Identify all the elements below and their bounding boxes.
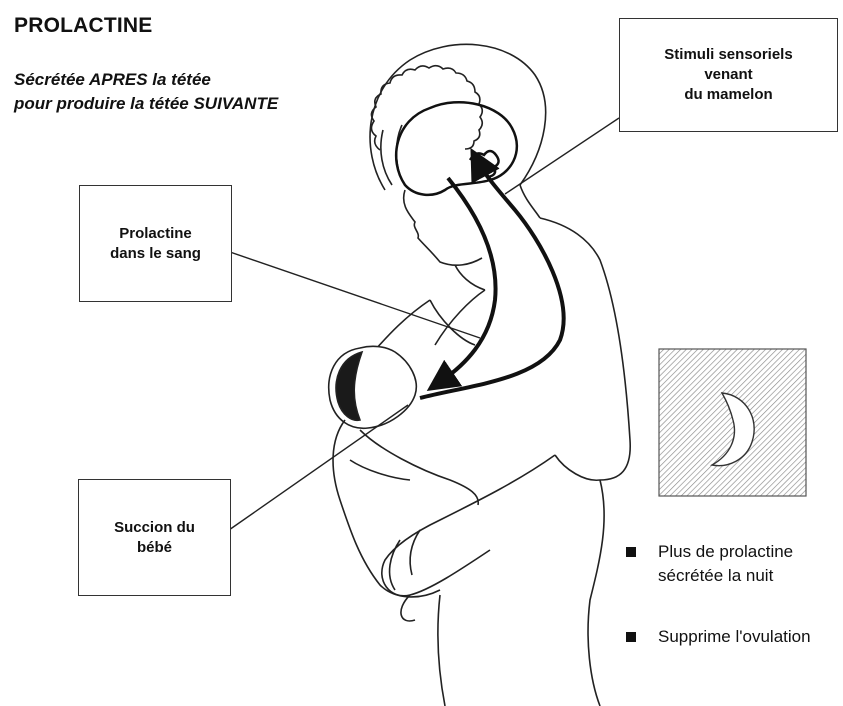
brain-outline: [396, 102, 517, 195]
stimuli-line-3: du mamelon: [684, 85, 772, 105]
bullet-square-icon: [626, 632, 636, 642]
note-2-line-1: Supprime l'ovulation: [658, 625, 811, 649]
label-box-prolactine-sang: Prolactine dans le sang: [79, 185, 232, 302]
sang-line-2: dans le sang: [110, 244, 201, 264]
night-panel: [659, 349, 806, 496]
note-1-line-2: sécrétée la nuit: [658, 564, 793, 588]
pathway-arrows: [420, 162, 564, 398]
subtitle-line-2: pour produire la tétée SUIVANTE: [14, 92, 278, 116]
mother-figure: [375, 185, 630, 706]
subtitle: Sécrétée APRES la tétée pour produire la…: [14, 68, 278, 116]
note-night-secretion: Plus de prolactine sécrétée la nuit: [626, 540, 793, 588]
stimuli-line-1: Stimuli sensoriels: [664, 45, 792, 65]
leader-lines: [229, 118, 619, 530]
stimuli-line-2: venant: [704, 65, 752, 85]
succion-line-2: bébé: [137, 538, 172, 558]
arrow-up-to-brain: [420, 162, 564, 398]
note-1-line-1: Plus de prolactine: [658, 540, 793, 564]
label-box-stimuli: Stimuli sensoriels venant du mamelon: [619, 18, 838, 132]
baby-figure: [329, 346, 479, 597]
succion-line-1: Succion du: [114, 518, 195, 538]
bullet-square-icon: [626, 547, 636, 557]
sang-line-1: Prolactine: [119, 224, 192, 244]
label-box-succion: Succion du bébé: [78, 479, 231, 596]
note-ovulation: Supprime l'ovulation: [626, 625, 811, 649]
page-title: PROLACTINE: [14, 14, 153, 38]
subtitle-line-1: Sécrétée APRES la tétée: [14, 68, 278, 92]
